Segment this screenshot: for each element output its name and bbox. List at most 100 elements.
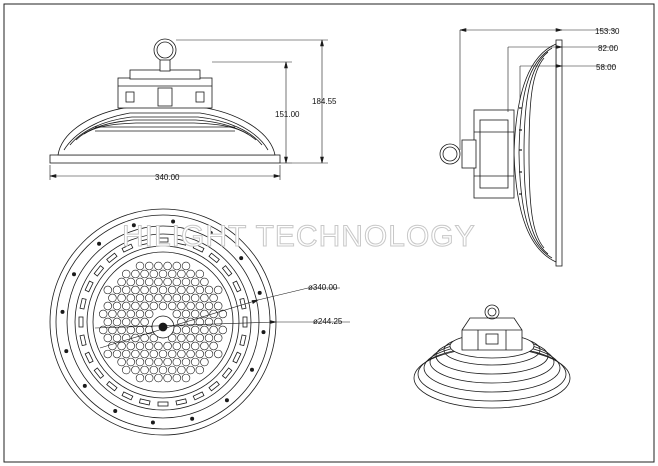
led-lens: [177, 301, 186, 311]
fin-slot: [138, 238, 151, 246]
led-lens: [218, 325, 228, 335]
fin-slot: [239, 297, 247, 310]
led-lens: [168, 365, 177, 375]
led-lens: [126, 357, 136, 367]
bolt: [64, 349, 69, 354]
led-lens: [181, 357, 191, 367]
led-lens: [158, 285, 168, 295]
front-view-width-dimension: [49, 165, 281, 180]
fin-slot: [175, 398, 188, 406]
led-lens: [186, 301, 195, 311]
fin-slot: [175, 238, 188, 246]
led-lens: [163, 261, 172, 271]
side-view-dim3-label: 58.00: [596, 63, 617, 72]
led-lens: [135, 325, 145, 335]
led-lens: [149, 285, 159, 295]
led-lens: [131, 333, 140, 343]
led-lens: [195, 349, 205, 359]
led-lens: [145, 309, 154, 319]
led-lens: [126, 309, 136, 319]
led-lens: [168, 301, 177, 311]
led-lens: [154, 357, 163, 367]
led-lens: [145, 277, 154, 287]
led-lens: [131, 301, 140, 311]
front-view-driver-housing: [117, 77, 213, 109]
led-lens: [195, 301, 205, 311]
side-view-dim1-label: 153.30: [595, 27, 620, 36]
isometric-view: [413, 304, 571, 409]
led-lens: [112, 317, 122, 327]
side-view-dimension-lines: [459, 28, 616, 150]
led-lens: [186, 349, 195, 359]
top-view-inner-diameter-label: ø244.25: [313, 317, 343, 326]
bolt: [239, 256, 244, 261]
fin-slot: [232, 351, 242, 364]
led-lens: [154, 341, 163, 351]
led-lens: [121, 269, 131, 279]
top-view-fin-slots: [78, 237, 248, 407]
led-lens: [112, 333, 122, 343]
led-lens: [204, 349, 214, 359]
led-lens: [177, 333, 186, 343]
bolt: [261, 330, 266, 335]
bolt: [257, 290, 262, 295]
fin-slot: [78, 316, 84, 328]
fin-slot: [221, 265, 233, 277]
led-lens: [181, 277, 191, 287]
top-view-outer-diameter-label: ø340.00: [308, 283, 338, 292]
led-lens: [112, 349, 122, 359]
led-lens: [195, 333, 205, 343]
led-lens: [117, 293, 126, 303]
led-lens: [112, 285, 122, 295]
front-view-inner-height-dimension: [212, 61, 292, 164]
led-lens: [135, 341, 145, 351]
led-lens: [154, 261, 163, 271]
bolt: [171, 219, 176, 224]
led-lens: [103, 317, 113, 327]
led-lens: [200, 357, 209, 367]
led-lens: [204, 285, 214, 295]
top-view-leaders: [94, 287, 350, 349]
fin-slot: [221, 367, 233, 379]
led-lens: [168, 285, 177, 295]
led-lens: [121, 349, 131, 359]
top-view-bolts: [60, 219, 266, 425]
led-lens: [135, 357, 145, 367]
led-lens: [195, 317, 205, 327]
led-lens: [131, 365, 140, 375]
led-lens: [186, 285, 195, 295]
led-lens: [117, 325, 126, 335]
led-lens: [200, 325, 209, 335]
led-lens: [154, 293, 163, 303]
led-lens: [200, 341, 209, 351]
fin-slot: [84, 280, 94, 293]
led-lens: [140, 349, 149, 359]
led-lens: [126, 341, 136, 351]
led-lens: [108, 293, 117, 303]
led-lens: [181, 341, 191, 351]
led-lens: [218, 309, 228, 319]
led-lens: [108, 309, 117, 319]
led-lens: [200, 309, 209, 319]
front-view-inner-height-label: 151.00: [275, 110, 300, 119]
led-lens: [209, 293, 218, 303]
side-view-driver-housing: [473, 109, 515, 199]
led-lens: [140, 333, 149, 343]
led-lens: [168, 349, 177, 359]
fin-slot: [79, 297, 87, 310]
led-lens: [209, 309, 218, 319]
led-lens: [181, 325, 191, 335]
led-lens: [204, 317, 214, 327]
led-lens: [117, 341, 126, 351]
fin-slot: [157, 237, 169, 243]
top-view: [49, 208, 350, 436]
led-lens: [191, 309, 200, 319]
led-lens: [200, 277, 209, 287]
led-lens: [131, 349, 140, 359]
led-lens: [186, 333, 195, 343]
front-view-total-height-dimension: [176, 39, 328, 164]
front-view-total-height-label: 184.55: [312, 97, 337, 106]
led-lens: [181, 261, 191, 271]
led-lens: [108, 325, 117, 335]
